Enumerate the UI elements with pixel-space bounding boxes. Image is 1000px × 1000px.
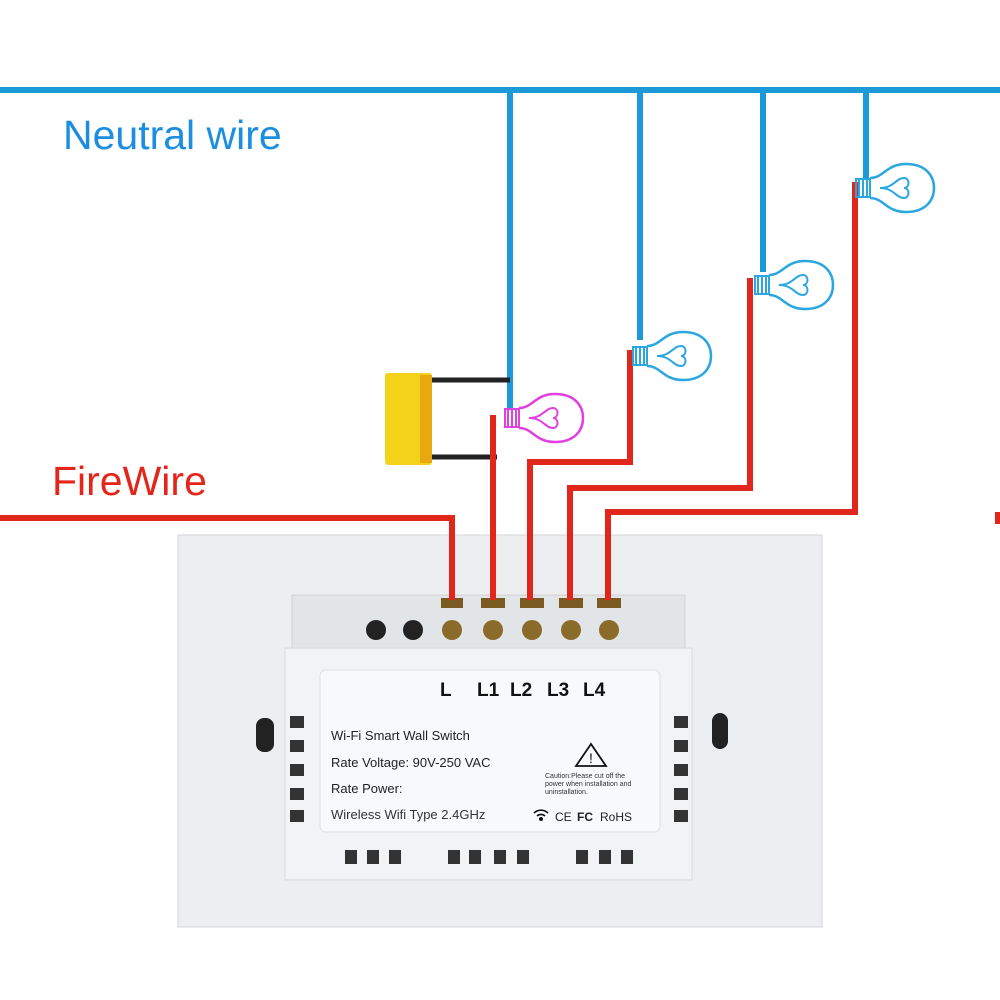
cert-ce: CE — [555, 810, 572, 824]
switch-plate: ! — [177, 534, 823, 928]
cert-rohs: RoHS — [600, 810, 633, 824]
label-sticker — [319, 669, 661, 833]
rate-power: Rate Power: — [331, 781, 403, 796]
caution-text: Caution:Please cut off the power when in… — [545, 773, 632, 796]
light-bulb-icon — [503, 392, 585, 444]
light-bulb-icon — [753, 259, 835, 311]
firewire-label: FireWire — [52, 458, 207, 504]
fire-wires — [0, 182, 1000, 600]
neutral-wires — [0, 87, 1000, 410]
terminal-label: L2 — [510, 680, 533, 701]
wifi-icon — [533, 809, 549, 821]
capacitor — [385, 373, 510, 465]
terminal-label: L1 — [477, 680, 500, 701]
mount-hole — [256, 718, 274, 752]
terminal-label: L4 — [583, 680, 606, 701]
warning-triangle-icon: ! — [574, 742, 608, 767]
rate-voltage: Rate Voltage: 90V-250 VAC — [331, 755, 491, 770]
neutral-wire-label: Neutral wire — [63, 112, 282, 158]
light-bulb-icon — [631, 330, 713, 382]
mount-hole — [712, 713, 728, 749]
wireless-type: Wireless Wifi Type 2.4GHz — [331, 807, 486, 822]
terminal-label: L — [440, 680, 452, 701]
terminal-screws — [366, 598, 621, 640]
product-name: Wi-Fi Smart Wall Switch — [331, 728, 470, 743]
svg-text:!: ! — [589, 750, 593, 766]
terminal-label: L3 — [547, 680, 570, 701]
cert-fc: FC — [577, 810, 593, 824]
